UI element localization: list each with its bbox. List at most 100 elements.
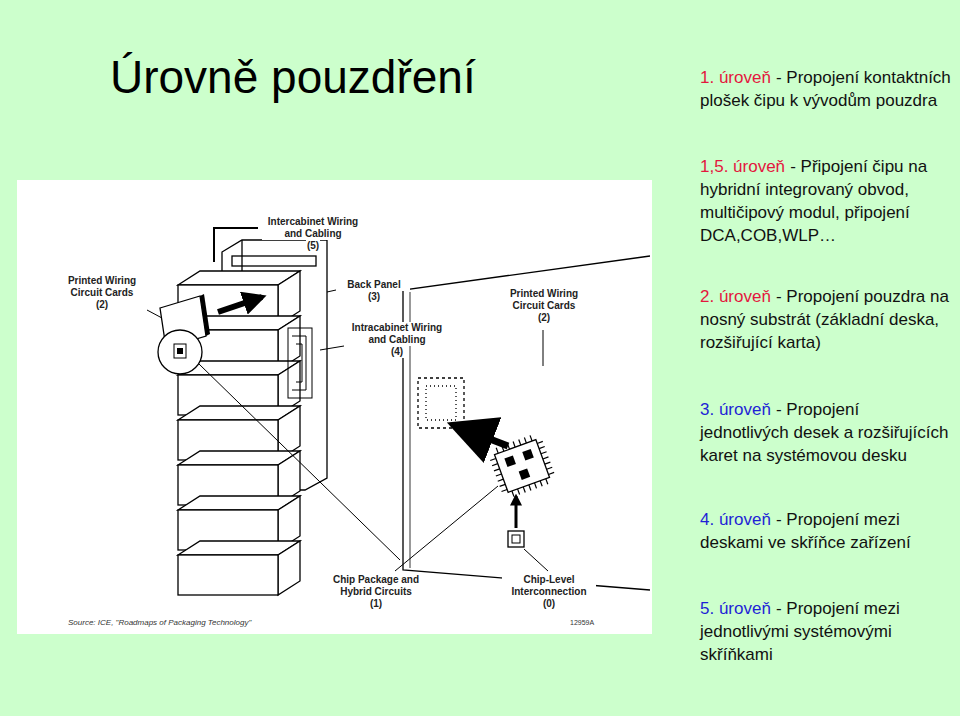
source-note: Source: ICE, "Roadmaps of Packaging Tech… [68,618,251,627]
leader-line [147,310,162,318]
chip-package [512,491,514,497]
chip-package [529,485,531,491]
chip-package [537,441,543,443]
figure-code: 12959A [570,619,594,626]
leader-line [147,290,548,571]
circuit-card-zoom [426,386,456,420]
intracabinet-wiring [288,328,312,398]
cabinet [178,240,327,595]
intercabinet-cable [214,228,258,262]
chip-package [522,449,534,461]
chip-package [507,444,509,450]
callout-number: (2) [537,312,551,324]
intracabinet-wiring [288,328,312,398]
callout-number: (3) [367,291,381,303]
chip-package [523,487,525,493]
chip-package [496,448,498,454]
chip-package [546,479,548,485]
chip-package [519,440,521,446]
part-name: Back Panel [338,279,410,291]
leader-line [327,290,336,292]
magnifier [174,344,186,358]
circuit-card-zoom [418,378,464,428]
magnifier [177,348,183,354]
callout: Printed Wiring Circuit Cards(2) [500,288,588,324]
chip-die [508,531,524,547]
level-number: 2. úroveň [700,287,771,306]
callout: Intracabinet Wiring and Cabling(4) [346,322,448,358]
callout: Intercabinet Wiring and Cabling(5) [262,216,364,252]
circuit-card-zoom [403,256,650,590]
leader-line [395,486,498,571]
part-name: Intracabinet Wiring and Cabling [346,322,448,346]
leader-line [320,346,344,350]
part-name: Chip Package and Hybrid Circuits [324,574,428,598]
chip-package [518,489,520,495]
callout-number: (4) [390,346,404,358]
part-name: Intercabinet Wiring and Cabling [262,216,364,240]
level-item: 4. úroveň- Propojení mezi deskami ve skř… [700,508,952,554]
callout: Back Panel(3) [338,279,410,303]
level-item: 2. úroveň- Propojení pouzdra na nosný su… [700,285,952,354]
level-number: 4. úroveň [700,510,771,529]
source-note: Source: ICE, "Roadmaps of Packaging Tech… [68,618,251,627]
chip-package [540,481,542,487]
circuit-card [200,294,210,336]
chip-package [500,484,506,486]
level-item: 3. úroveň- Propojení jednotlivých desek … [700,398,952,467]
chip-package [539,447,545,449]
level-item: 1. úroveň- Propojení kontaktních plošek … [700,66,952,112]
chip-package [548,472,554,474]
chip-package [490,458,496,460]
callout: Printed Wiring Circuit Cards(2) [58,275,146,311]
chip-package [541,452,547,454]
back-panel [232,256,316,266]
zoom-line [199,364,400,560]
chip-package [534,483,536,489]
level-number: 1. úroveň [700,68,771,87]
chip-die [512,535,520,543]
intracabinet-wiring [296,344,302,382]
circuit-card-zoom [403,256,650,590]
chip-die [508,531,524,547]
leader-line [543,330,544,366]
chip-package [502,489,508,491]
magnifier [158,330,202,374]
callout-number: (0) [542,598,556,610]
chip-package [494,469,500,471]
chip-package [492,464,498,466]
chip-package [487,432,557,500]
chip-package [543,457,549,459]
level-number: 5. úroveň [700,599,771,618]
chip-package [504,455,516,467]
chip-package [487,432,557,500]
part-name: Printed Wiring Circuit Cards [500,288,588,312]
callout-number: (5) [306,240,320,252]
leader-line [524,549,548,571]
die-arrow [515,496,518,528]
slide-title: Úrovně pouzdření [110,52,476,103]
callout: Chip Package and Hybrid Circuits(1) [324,574,428,610]
chip-package [498,479,504,481]
callout: Chip-Level Interconnection(0) [502,574,596,610]
callout-number: (2) [95,299,109,311]
level-number: 3. úroveň [700,400,771,419]
chip-package [530,435,532,441]
mount-arrow [456,426,508,446]
chip-package [513,442,515,448]
intracabinet-wiring [292,336,306,390]
figure-code: 12959A [570,619,594,626]
chip-package [519,468,531,480]
callout-number: (1) [369,598,383,610]
cabinet-drawer [178,555,278,595]
level-item: 5. úroveň- Propojení mezi jednotlivými s… [700,597,952,666]
chip-package [547,467,553,469]
chip-package [524,437,526,443]
cabinet-drawer [278,541,300,595]
level-number: 1,5. úroveň [700,157,785,176]
figure-ground [17,180,652,634]
cabinet-drawer [178,541,300,595]
level-item: 1,5. úroveň- Připojení čipu na hybridní … [700,155,952,247]
part-name: Chip-Level Interconnection [502,574,596,598]
